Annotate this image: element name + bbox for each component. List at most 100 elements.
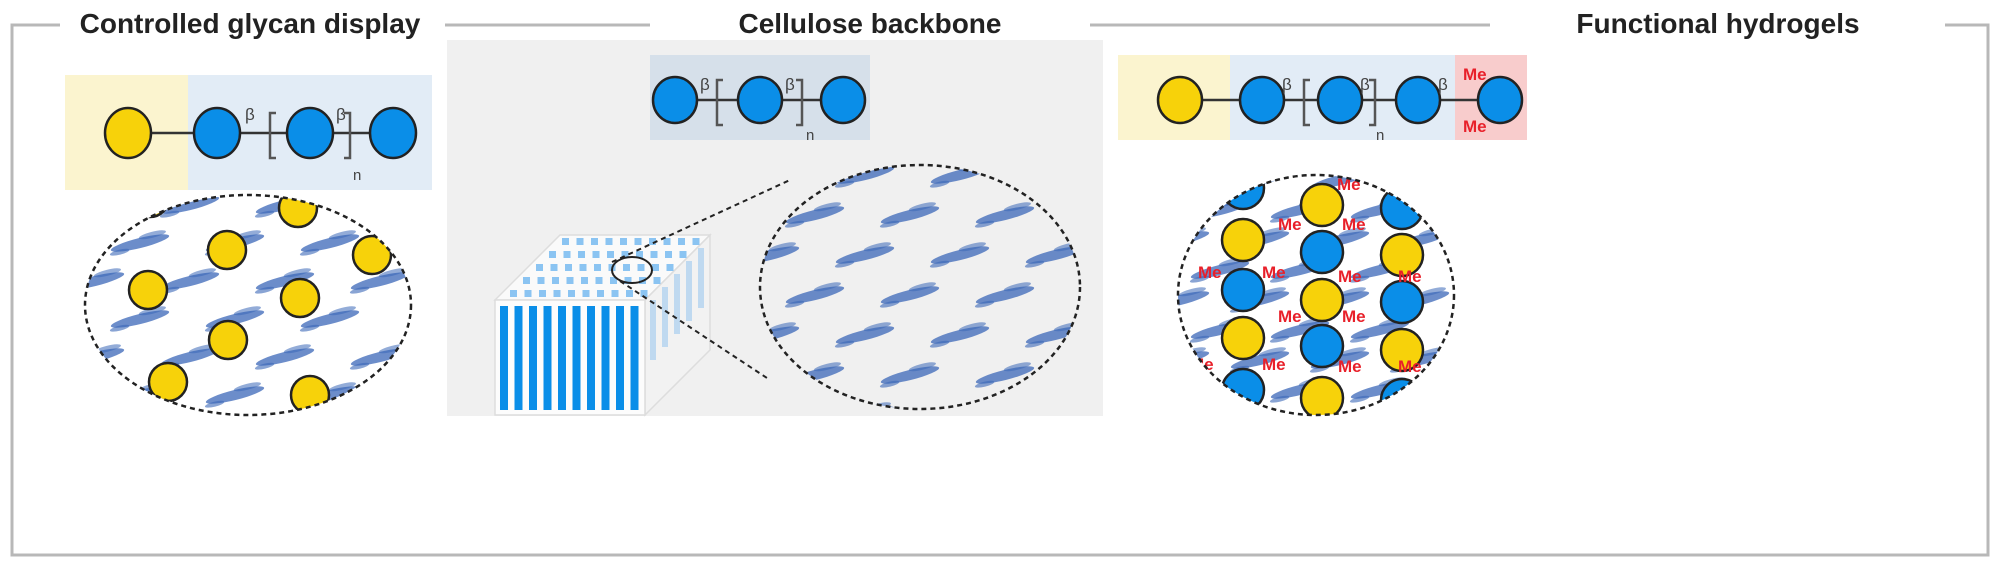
fibril-end: [579, 264, 587, 271]
cellulose-fibril: [1178, 287, 1210, 309]
n-subscript: n: [353, 167, 361, 184]
fibril-bar: [616, 306, 624, 410]
fibril-end: [623, 264, 630, 271]
cellulose-scaffold-block: [493, 233, 712, 417]
galactose-circle: [1457, 281, 1499, 323]
zoom-guide-line: [619, 280, 771, 381]
fibril-end: [549, 251, 556, 258]
beta-label: β: [336, 105, 346, 124]
methyl-label: Me: [1338, 357, 1362, 376]
cellulose-fibril: [109, 230, 170, 256]
fibril-end: [607, 251, 614, 258]
glucose-circle: [1457, 231, 1499, 273]
fibril-end: [621, 251, 629, 258]
fibril-end: [620, 238, 627, 245]
fibril-end: [652, 264, 659, 271]
cellulose-fibril: [834, 242, 895, 268]
repeat-bracket: [715, 78, 804, 127]
fibril-end: [626, 290, 633, 297]
methyl-label: Me: [1198, 263, 1222, 282]
cellulose-fibril: [299, 230, 360, 256]
cellulose-fibril: [204, 382, 265, 408]
fibril-end: [650, 251, 658, 258]
glucose-circle: [1379, 377, 1425, 415]
methyl-label: Me: [1262, 263, 1286, 282]
left-zoom-ellipse: [83, 193, 413, 417]
right-hydrogel-chain: β β β n Me Me: [1118, 55, 1527, 144]
fibril-bar: [514, 306, 523, 410]
glucose-circle: [1379, 185, 1425, 231]
cellulose-fibril: [929, 322, 990, 348]
galactose-circle: [1379, 232, 1425, 278]
methyl-label: Me: [1463, 65, 1487, 84]
galactose-circle: [277, 195, 319, 229]
galactose-circle: [279, 277, 321, 319]
cellulose-fibril: [879, 202, 940, 228]
fibril-end: [640, 290, 648, 297]
methyl-label: Me: [1262, 355, 1286, 374]
fibril-side: [698, 248, 704, 308]
glucose-circle: [1299, 323, 1345, 369]
right-zoom-ellipse: [1176, 173, 1456, 417]
galactose-circle: [1156, 75, 1204, 125]
fibril-bar: [572, 306, 581, 410]
n-subscript: n: [806, 127, 814, 144]
fibril-end: [550, 264, 558, 271]
cellulose-fibril: [1178, 175, 1210, 189]
fibril-end: [663, 238, 671, 245]
fibril-end: [563, 251, 571, 258]
galactose-circle: [1299, 277, 1345, 323]
galactose-circle: [1379, 327, 1425, 373]
galactose-circle: [103, 106, 153, 160]
fibril-bar: [601, 306, 610, 410]
left-glycan-surface: [85, 195, 410, 415]
middle-zoom-ellipse: [758, 163, 1082, 411]
glucose-circle: [285, 106, 335, 160]
cellulose-fibril: [784, 202, 845, 228]
methyl-label: Me: [1462, 217, 1486, 236]
beta-label: β: [245, 105, 255, 124]
galactose-circle: [1220, 217, 1266, 263]
fibril-end: [568, 290, 575, 297]
fibril-end: [636, 251, 643, 258]
fibril-end: [595, 277, 603, 284]
cellulose-fibril: [879, 282, 940, 308]
cellulose-fibril: [760, 242, 800, 264]
cellulose-fibril: [879, 362, 940, 388]
cellulose-fibril: [974, 282, 1035, 308]
fibril-side: [674, 274, 680, 334]
fibril-side: [662, 287, 668, 347]
n-subscript: n: [1376, 127, 1384, 144]
fibril-bar: [630, 306, 639, 410]
fibril-end: [637, 264, 645, 271]
methyl-label: Me: [1398, 267, 1422, 286]
fibril-end: [665, 251, 672, 258]
cellulose-fibril: [974, 202, 1035, 228]
cellulose-fibril: [1389, 175, 1450, 193]
cellulose-fibril: [349, 195, 410, 218]
cellulose-fibril: [974, 362, 1035, 388]
fibril-end: [552, 277, 559, 284]
methyl-label: Me: [1342, 215, 1366, 234]
glucose-circle: [1316, 75, 1364, 125]
fibril-end: [523, 277, 530, 284]
cellulose-fibril: [109, 306, 170, 332]
fibril-end: [536, 264, 543, 271]
glucose-circle: [1379, 279, 1425, 325]
cellulose-fibril: [85, 195, 125, 214]
methyl-label: Me: [1190, 355, 1214, 374]
fibril-end: [611, 290, 619, 297]
fibril-end: [581, 277, 588, 284]
methyl-label: Me: [1462, 315, 1486, 334]
panel-title-middle: Cellulose backbone: [739, 8, 1002, 39]
fibril-bar: [529, 306, 537, 410]
methyl-label: Me: [1463, 117, 1487, 136]
glucose-circle: [651, 75, 699, 125]
cellulose-fibril: [784, 282, 845, 308]
fibril-end: [510, 290, 517, 297]
cellulose-fibril: [349, 268, 410, 294]
fibril-end: [576, 238, 584, 245]
repeat-bracket: [1302, 78, 1377, 127]
fibril-end: [624, 277, 632, 284]
glucose-circle: [1238, 75, 1286, 125]
